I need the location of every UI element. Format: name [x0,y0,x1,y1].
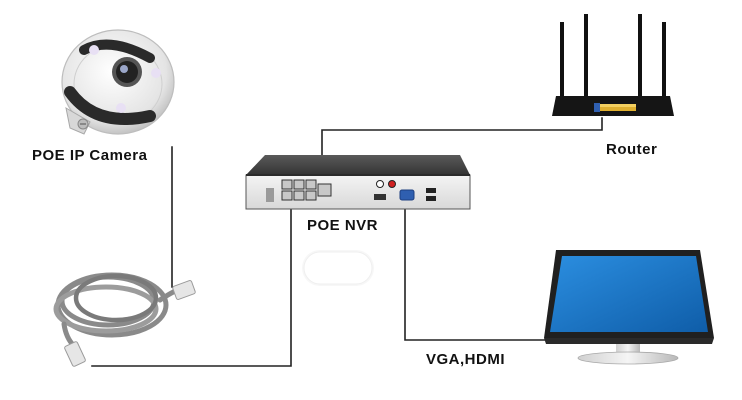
nvr-label: POE NVR [307,217,379,234]
cable-to-nvr-line [91,197,292,367]
router-icon [552,14,674,116]
camera-label: POE IP Camera [32,147,148,164]
ethernet-cable-icon [53,272,196,367]
nvr-to-monitor-line [404,204,603,341]
router-label: Router [606,141,658,158]
nvr-recorder-icon [245,155,471,210]
monitor-icon [544,250,714,365]
blank-oval-icon [302,250,374,286]
display-connection-label: VGA,HDMI [426,351,505,368]
dome-camera-icon [61,29,175,135]
